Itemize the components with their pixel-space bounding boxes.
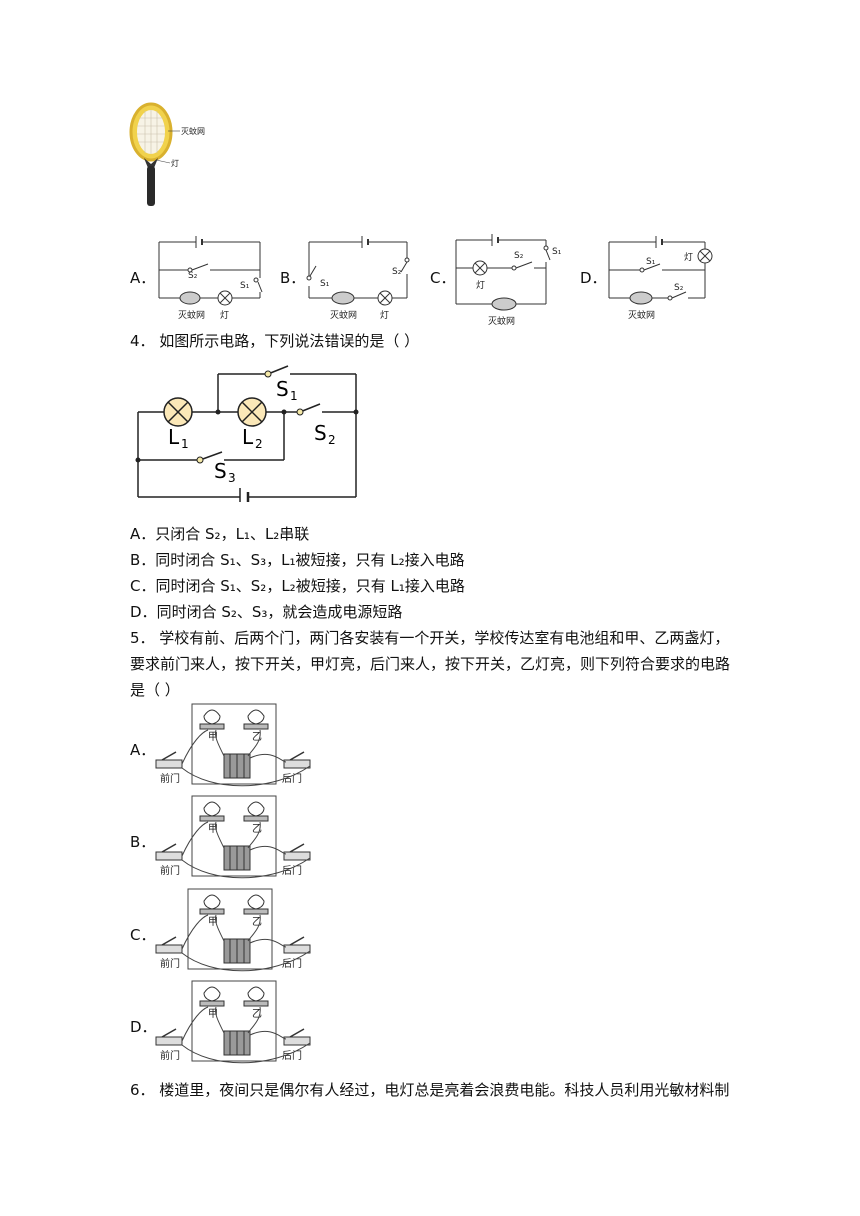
q5-option-c-letter[interactable]: C．	[130, 926, 156, 944]
option-letter: C．	[130, 577, 156, 595]
lamp-label: 灯	[684, 252, 693, 263]
battery-icon	[223, 753, 251, 779]
net-label: 灭蚊网	[628, 309, 655, 321]
lamp-jia-icon	[199, 986, 225, 1007]
q5-option-d-letter[interactable]: D．	[130, 1018, 157, 1036]
q4-circuit-diagram: L 1 L 2 S 1 S 2 S 3	[135, 365, 359, 502]
s2-label: S₂	[392, 267, 402, 277]
front-door-switch-icon	[155, 936, 183, 954]
jia-label: 甲	[208, 732, 218, 743]
net-label: 灭蚊网	[178, 309, 205, 321]
battery-icon	[223, 1030, 251, 1056]
q3-option-d-letter[interactable]: D．	[580, 269, 607, 287]
net-label: 灭蚊网	[181, 126, 205, 136]
s1-label: S₁	[240, 281, 250, 291]
back-door-switch-icon	[283, 1028, 311, 1046]
q3-option-b-letter[interactable]: B．	[280, 269, 306, 287]
front-door-label: 前门	[160, 1049, 180, 1062]
option-letter: D．	[130, 603, 157, 621]
option-letter: A．	[130, 525, 156, 543]
q5-option-a-letter[interactable]: A．	[130, 741, 156, 759]
lamp-yi-icon	[243, 986, 269, 1007]
jia-label: 甲	[208, 1009, 218, 1020]
s1-label: S₁	[320, 279, 330, 289]
yi-label: 乙	[252, 731, 262, 743]
yi-label: 乙	[252, 1008, 262, 1020]
S2-label: S	[314, 421, 327, 445]
option-text: 只闭合 S₂，L₁、L₂串联	[155, 525, 310, 543]
lamp-jia-icon	[199, 709, 225, 730]
q3-option-a-circuit: S₂ S₁ 灭蚊网 灯	[158, 236, 263, 321]
q6-stem-line1: 6． 楼道里，夜间只是偶尔有人经过，电灯总是亮着会浪费电能。科技人员利用光敏材料…	[130, 1081, 730, 1099]
jia-label: 甲	[208, 917, 218, 928]
L2-label: L	[242, 425, 254, 449]
lamp-jia-icon	[199, 801, 225, 822]
q5-stem-line3: 是（ ）	[130, 681, 180, 699]
S2-sub: 2	[328, 433, 336, 447]
lamp-label: 灯	[380, 310, 389, 321]
q4-option-c[interactable]: C．同时闭合 S₁、S₂，L₂被短接，只有 L₁接入电路	[130, 576, 465, 596]
S3-label: S	[214, 459, 227, 483]
S1-label: S	[276, 377, 289, 401]
S1-sub: 1	[290, 389, 298, 403]
q3-option-b-circuit: S₁ S₂ 灭蚊网 灯	[306, 236, 410, 321]
q5-stem-line2: 要求前门来人，按下开关，甲灯亮，后门来人，按下开关，乙灯亮，则下列符合要求的电路	[130, 655, 731, 673]
mosquito-racket-image: 灭蚊网 灯	[129, 102, 205, 206]
back-door-switch-icon	[283, 843, 311, 861]
S3-sub: 3	[228, 471, 236, 485]
lamp-label: 灯	[171, 158, 179, 168]
front-door-label: 前门	[160, 957, 180, 970]
lamp-label: 灯	[220, 310, 229, 321]
q5-stem-line1: 5． 学校有前、后两个门，两门各安装有一个开关，学校传达室有电池组和甲、乙两盏灯…	[130, 629, 730, 647]
q5-option-a-wiring-diagram: 甲 乙前门 后门	[155, 703, 311, 787]
front-door-switch-icon	[155, 751, 183, 769]
option-text: 同时闭合 S₁、S₂，L₂被短接，只有 L₁接入电路	[155, 577, 465, 595]
q3-option-c-circuit: S₁ S₂ 灯 灭蚊网	[455, 234, 562, 327]
s2-label: S₂	[674, 283, 684, 293]
L2-sub: 2	[255, 437, 263, 451]
option-letter: B．	[130, 551, 156, 569]
s1-label: S₁	[552, 247, 562, 257]
net-label: 灭蚊网	[488, 315, 515, 327]
lamp-jia-icon	[199, 894, 225, 915]
q5-option-c-wiring-diagram: 甲 乙前门 后门	[155, 888, 311, 972]
q4-option-b[interactable]: B．同时闭合 S₁、S₃，L₁被短接，只有 L₂接入电路	[130, 550, 465, 570]
q5-option-b-letter[interactable]: B．	[130, 833, 156, 851]
battery-icon	[223, 938, 251, 964]
lamp-yi-icon	[243, 894, 269, 915]
q3-option-c-letter[interactable]: C．	[430, 269, 456, 287]
L1-label: L	[168, 425, 180, 449]
front-door-label: 前门	[160, 772, 180, 785]
s1-label: S₁	[646, 257, 656, 267]
back-door-label: 后门	[282, 1049, 302, 1062]
s2-label: S₂	[514, 251, 524, 261]
lamp-yi-icon	[243, 801, 269, 822]
back-door-label: 后门	[282, 772, 302, 785]
back-door-label: 后门	[282, 957, 302, 970]
s2-label: S₂	[188, 271, 198, 281]
option-text: 同时闭合 S₂、S₃，就会造成电源短路	[156, 603, 403, 621]
yi-label: 乙	[252, 823, 262, 835]
q5-option-d-wiring-diagram: 甲 乙前门 后门	[155, 980, 311, 1064]
L1-sub: 1	[181, 437, 189, 451]
lamp-yi-icon	[243, 709, 269, 730]
front-door-label: 前门	[160, 864, 180, 877]
option-text: 同时闭合 S₁、S₃，L₁被短接，只有 L₂接入电路	[155, 551, 465, 569]
q3-option-a-letter[interactable]: A．	[130, 269, 156, 287]
front-door-switch-icon	[155, 1028, 183, 1046]
net-label: 灭蚊网	[330, 309, 357, 321]
jia-label: 甲	[208, 824, 218, 835]
back-door-label: 后门	[282, 864, 302, 877]
q5-option-b-wiring-diagram: 甲 乙前门 后门	[155, 795, 311, 879]
back-door-switch-icon	[283, 936, 311, 954]
lamp-label: 灯	[476, 280, 485, 291]
battery-icon	[223, 845, 251, 871]
q4-stem: 4． 如图所示电路，下列说法错误的是（ ）	[130, 332, 420, 350]
yi-label: 乙	[252, 916, 262, 928]
q4-option-a[interactable]: A．只闭合 S₂，L₁、L₂串联	[130, 524, 309, 544]
back-door-switch-icon	[283, 751, 311, 769]
q4-option-d[interactable]: D．同时闭合 S₂、S₃，就会造成电源短路	[130, 602, 402, 622]
q3-option-d-circuit: 灯 S₁ S₂ 灭蚊网	[608, 236, 713, 321]
front-door-switch-icon	[155, 843, 183, 861]
